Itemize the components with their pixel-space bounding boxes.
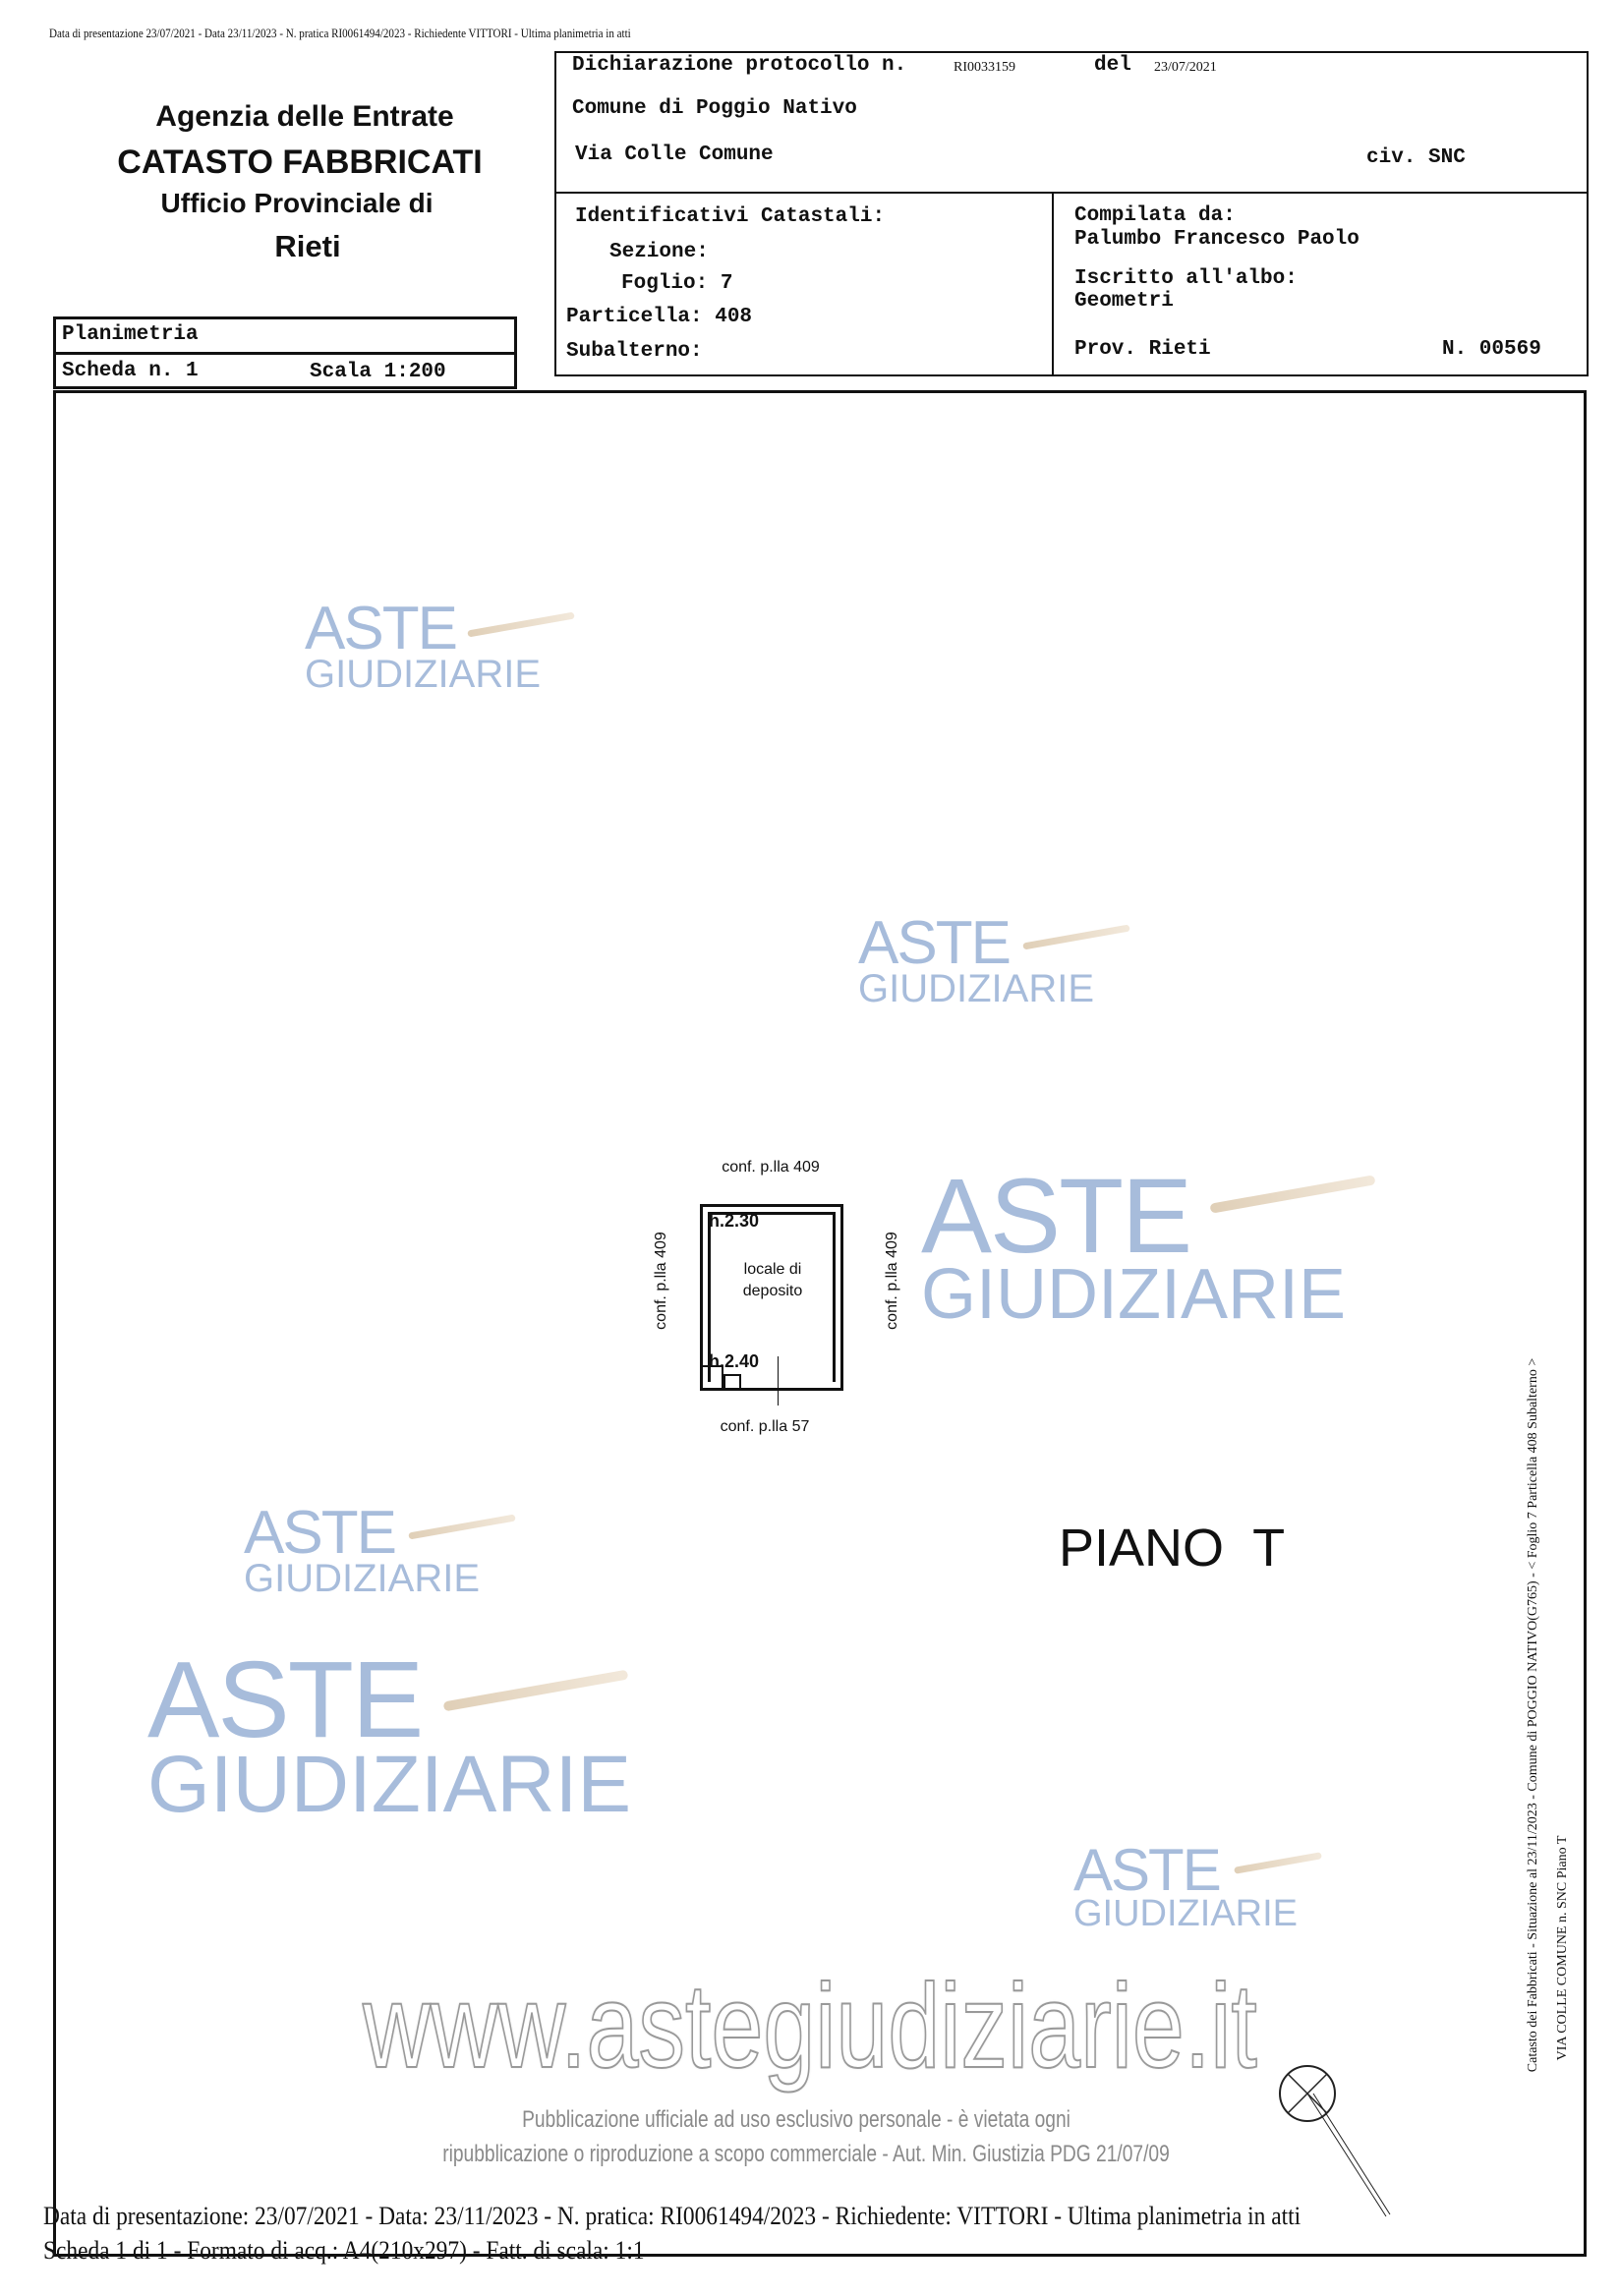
- door-jamb: [700, 1365, 723, 1391]
- declaration-box: [554, 51, 1589, 376]
- divider: [554, 192, 1589, 194]
- floor-label: PIANO T: [1059, 1519, 1286, 1578]
- side-cadastral-info: Catasto dei Fabbricati - Situazione al 2…: [1526, 1357, 1540, 2073]
- boundary-left: conf. p.lla 409: [653, 1232, 669, 1330]
- subalterno: Subalterno:: [566, 340, 703, 363]
- top-header-line: Data di presentazione 23/07/2021 - Data …: [49, 26, 631, 40]
- civic-number: civ. SNC: [1366, 146, 1466, 169]
- comune: Comune di Poggio Nativo: [572, 97, 857, 120]
- particella: Particella: 408: [566, 306, 753, 328]
- boundary-top: conf. p.lla 409: [722, 1159, 820, 1176]
- sheet-number: Scheda n. 1: [62, 360, 199, 382]
- room-label: locale di: [743, 1261, 802, 1278]
- boundary-bottom: conf. p.lla 57: [720, 1418, 810, 1435]
- watermark-notice-2: ripubblicazione o riproduzione a scopo c…: [442, 2141, 1170, 2167]
- del-label: del: [1094, 54, 1131, 77]
- protocol-number: RI0033159: [954, 60, 1015, 75]
- height-top: h.2.30: [709, 1211, 760, 1231]
- registration-number: N. 00569: [1442, 338, 1541, 361]
- declaration-date: 23/07/2021: [1154, 60, 1217, 75]
- sezione: Sezione:: [609, 241, 709, 263]
- height-bottom: h.2.40: [709, 1351, 760, 1371]
- section-line: [778, 1356, 779, 1406]
- footer-line-1: Data di presentazione: 23/07/2021 - Data…: [43, 2202, 1302, 2230]
- room-label-2: deposito: [742, 1283, 803, 1299]
- scale: Scala 1:200: [310, 361, 446, 383]
- declaration-label: Dichiarazione protocollo n.: [572, 54, 907, 77]
- identifiers-title: Identificativi Catastali:: [575, 205, 886, 228]
- foglio: Foglio: 7: [621, 272, 733, 295]
- address: Via Colle Comune: [575, 144, 774, 166]
- albo-label: Iscritto all'albo:: [1074, 267, 1298, 290]
- compiler-name: Palumbo Francesco Paolo: [1074, 228, 1360, 251]
- footer-line-2: Scheda 1 di 1 - Formato di acq.: A4(210x…: [43, 2236, 645, 2265]
- agency-name: Agenzia delle Entrate: [155, 100, 454, 133]
- divider: [53, 352, 517, 355]
- compiler-label: Compilata da:: [1074, 204, 1236, 227]
- room-inner-wall: [708, 1212, 836, 1382]
- office-label: Ufficio Provinciale di: [160, 188, 434, 218]
- watermark-notice-1: Pubblicazione ufficiale ad uso esclusivo…: [522, 2106, 1070, 2133]
- albo: Geometri: [1074, 290, 1174, 313]
- divider: [1052, 192, 1054, 376]
- office-city: Rieti: [274, 229, 341, 263]
- watermark-site: www.astegiudiziarie.it: [362, 1959, 1257, 2093]
- side-address-info: VIA COLLE COMUNE n. SNC Piano T: [1555, 1835, 1570, 2061]
- catasto-title: CATASTO FABBRICATI: [117, 144, 483, 181]
- province: Prov. Rieti: [1074, 338, 1211, 361]
- drawing-frame: [53, 390, 1587, 2257]
- sheet-title: Planimetria: [62, 323, 199, 346]
- room-outer-wall: [700, 1204, 843, 1391]
- north-arrow-icon: [1279, 2065, 1391, 2217]
- boundary-right: conf. p.lla 409: [884, 1232, 900, 1330]
- door-jamb: [723, 1374, 741, 1391]
